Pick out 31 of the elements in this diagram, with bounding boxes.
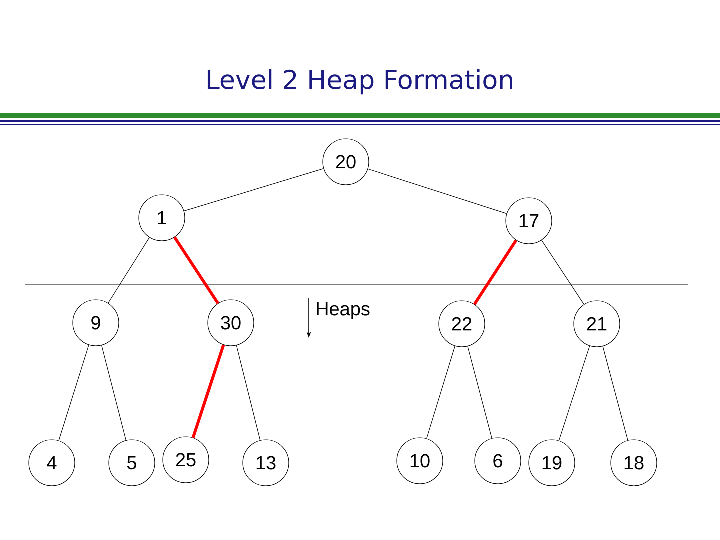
tree-edge (468, 346, 492, 439)
tree-edge (602, 346, 628, 441)
annotation-label: Heaps (317, 302, 370, 320)
tree-node: 18 (610, 440, 658, 486)
tree-node: 17 (506, 198, 552, 244)
tree-edge (236, 345, 261, 441)
tree-edge (426, 346, 456, 440)
tree-edge (58, 344, 90, 442)
tree-node: 6 (474, 438, 522, 484)
tree-node: 1 (138, 194, 186, 242)
tree-edge (542, 240, 584, 305)
tree-node: 21 (574, 300, 620, 348)
title: Level 2 Heap Formation (208, 69, 512, 95)
tree-node: 20 (322, 138, 370, 186)
tree-edge (108, 237, 150, 304)
tree-node: 25 (162, 436, 210, 484)
tree-edge (558, 346, 590, 442)
tree-node: 5 (108, 440, 156, 486)
tree-edge (174, 236, 220, 304)
tree-edge (102, 345, 126, 441)
tree-node: 13 (242, 440, 290, 486)
tree-node: 19 (528, 440, 576, 486)
tree-edge (473, 240, 518, 306)
tree-node: 22 (438, 300, 486, 348)
tree-edge (368, 168, 508, 214)
tree-edge (184, 168, 324, 212)
tree-node: 10 (396, 438, 444, 484)
tree-node: 4 (28, 440, 76, 486)
tree-edge (192, 344, 226, 438)
tree-node: 30 (208, 300, 254, 346)
tree-node: 9 (72, 300, 120, 346)
